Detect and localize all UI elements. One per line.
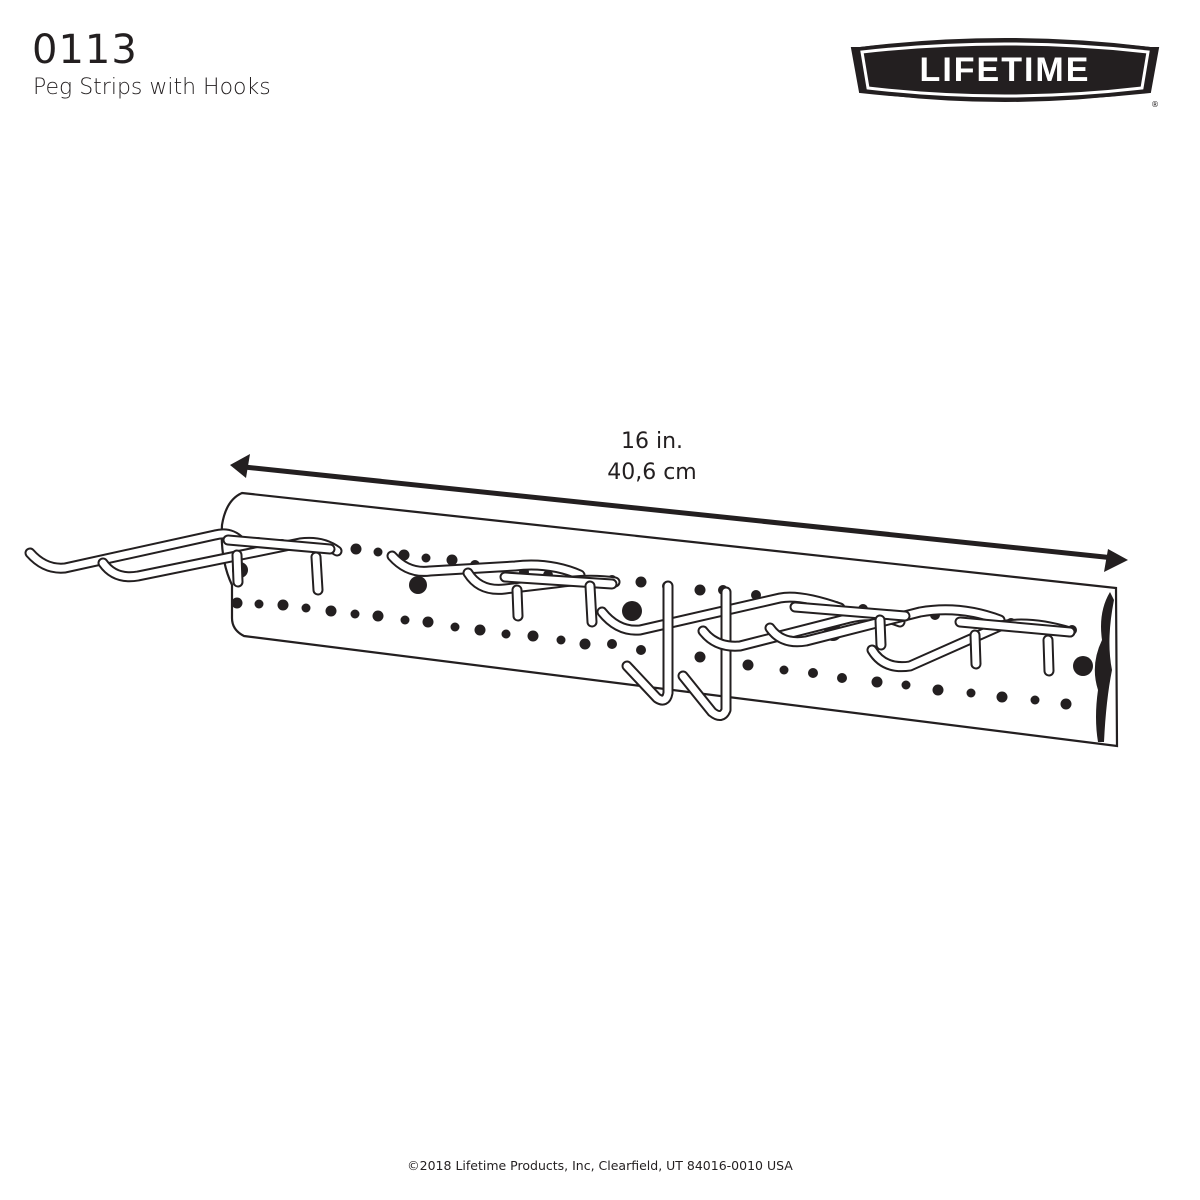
product-name: Peg Strips with Hooks [33,75,271,100]
logo-text: LIFETIME [920,51,1091,89]
dimension-metric: 40,6 cm [607,460,697,485]
lifetime-logo: LIFETIME ® [850,38,1160,109]
copyright-footer: ©2018 Lifetime Products, Inc, Clearfield… [407,1158,793,1173]
model-number: 0113 [32,27,138,73]
peg-hooks [24,528,1076,721]
peg-holes-lower [231,597,1072,710]
registered-mark: ® [1151,100,1159,109]
double-headed-arrow-icon [230,454,1128,572]
dimension-imperial: 16 in. [620,429,684,454]
